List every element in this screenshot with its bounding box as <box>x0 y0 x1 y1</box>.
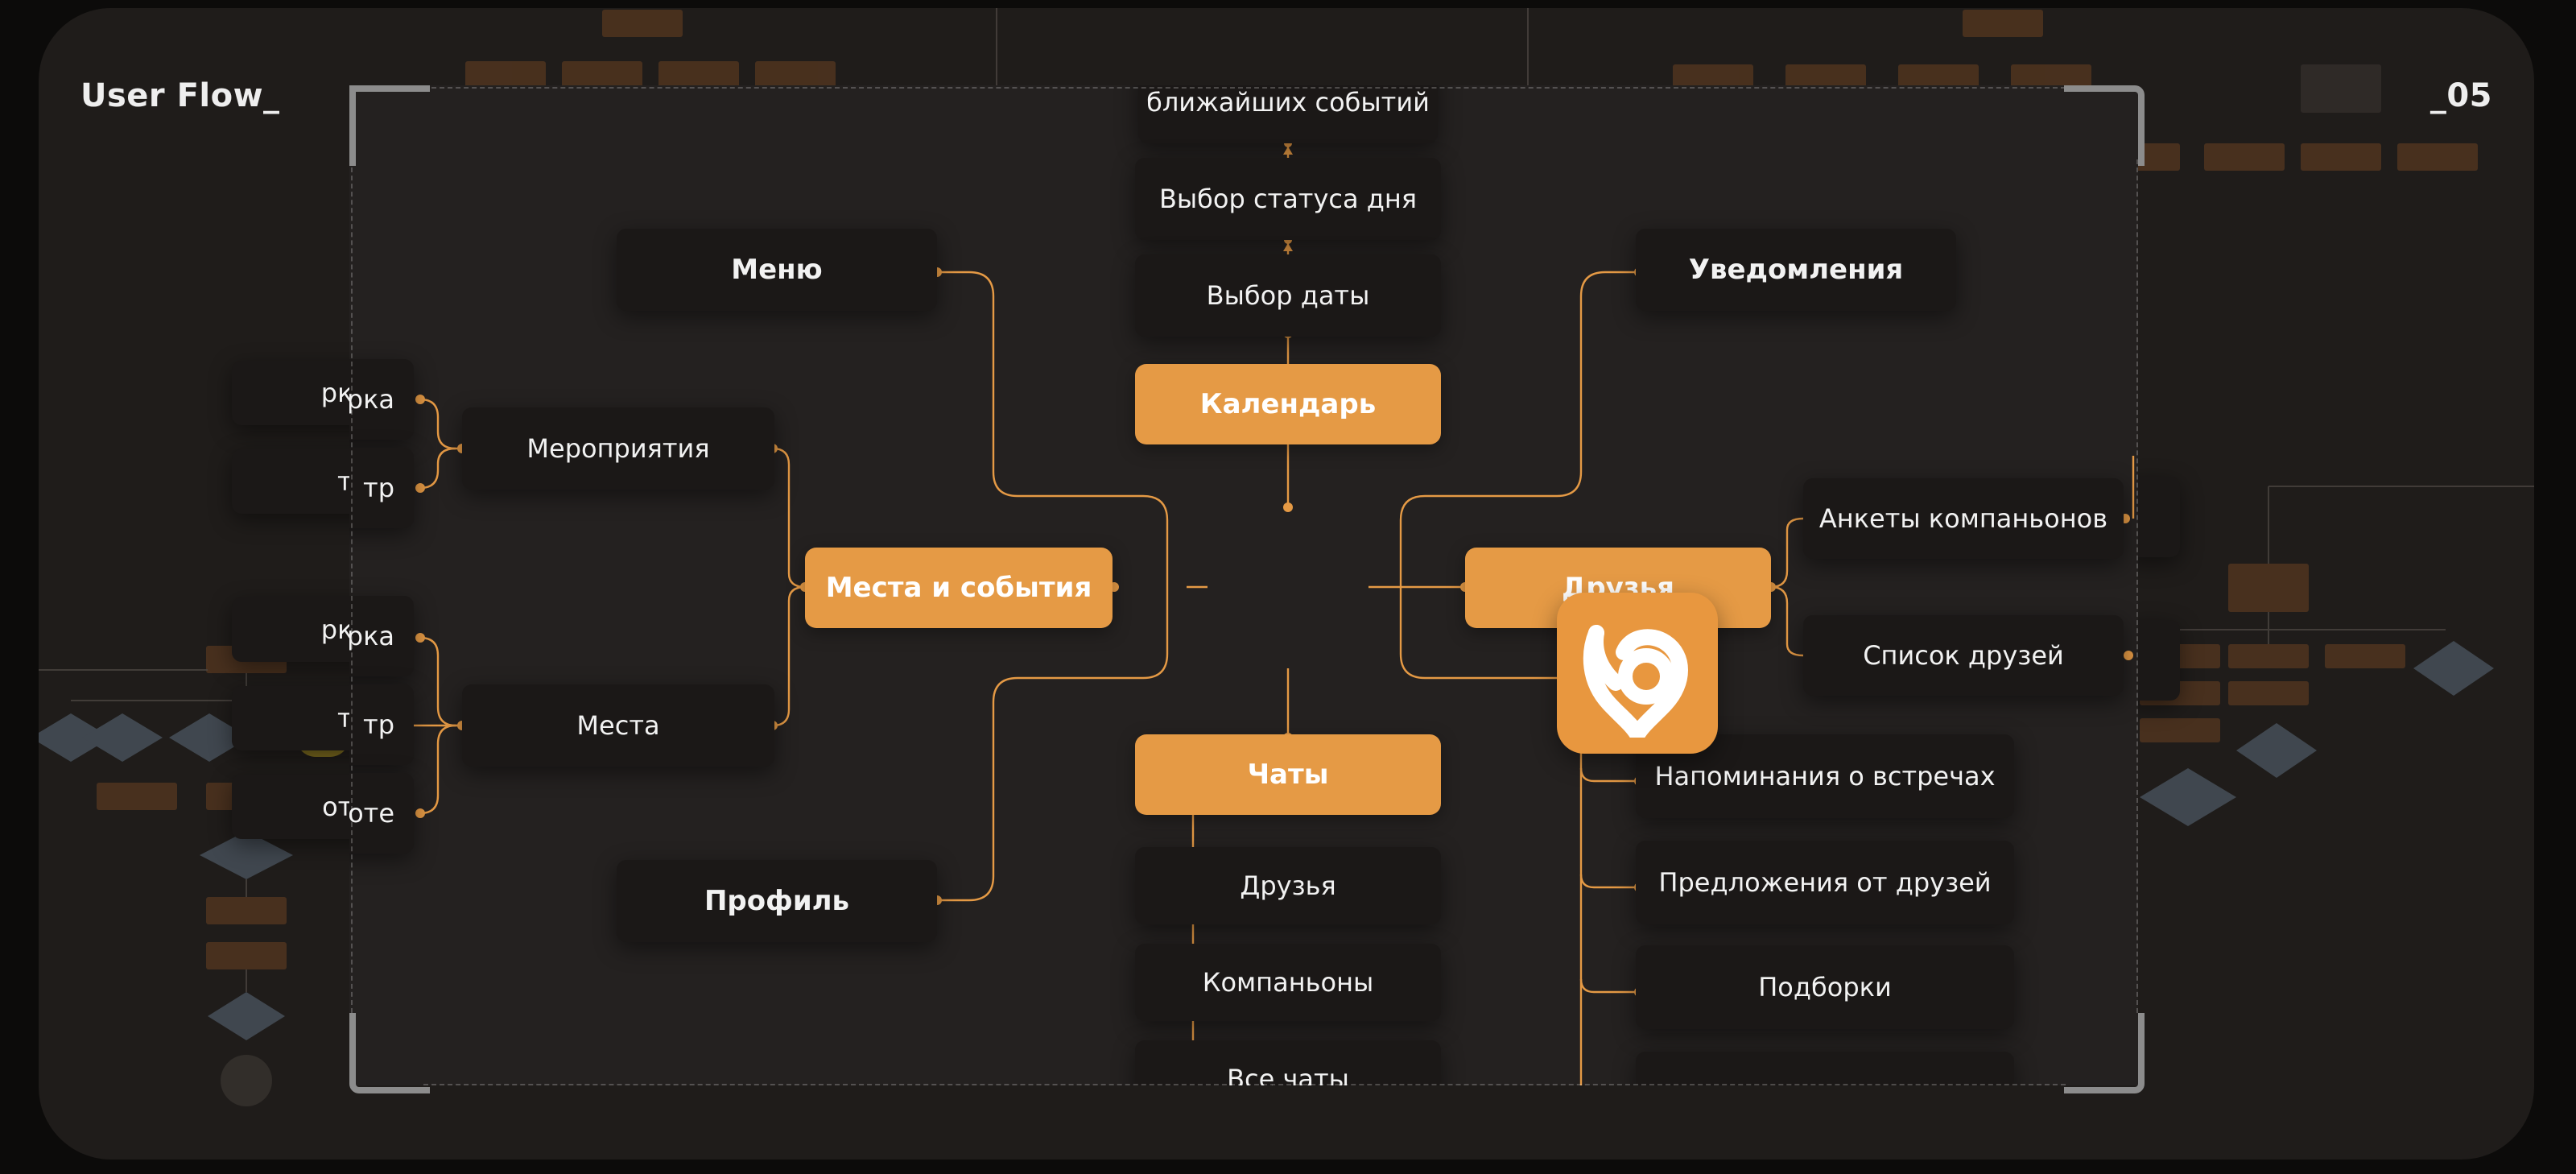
node-menu[interactable]: Меню <box>617 229 937 311</box>
partial-node-label: рка <box>349 384 394 415</box>
node-places-events[interactable]: Места и события <box>805 548 1113 628</box>
frame-corner-top-right <box>2064 85 2145 166</box>
page-number: _05 <box>2429 77 2492 114</box>
frame-corner-bottom-right <box>2064 1013 2145 1093</box>
brand-logo-icon <box>1583 625 1688 738</box>
page-title: User Flow_ <box>80 77 280 114</box>
frame-corner-bottom-left <box>349 1013 430 1093</box>
node-profile[interactable]: Профиль <box>617 860 937 942</box>
node-events[interactable]: Мероприятия <box>462 407 774 490</box>
partial-node-label: тр <box>363 709 394 740</box>
partial-node-inner-5: оте <box>349 773 414 854</box>
node-notifications[interactable]: Уведомления <box>1636 229 1956 311</box>
partial-node-inner-3: рка <box>349 596 414 676</box>
node-chats-companions[interactable]: Компаньоны <box>1135 944 1441 1021</box>
frame-edge-bottom <box>423 1084 2066 1085</box>
partial-node-label: тр <box>363 473 394 503</box>
node-friends[interactable]: Друзья <box>1465 548 1771 628</box>
node-day-status[interactable]: Выбор статуса дня <box>1135 158 1441 240</box>
node-friend-suggestions[interactable]: Предложения от друзей <box>1636 841 2014 924</box>
partial-node-inner-1: рка <box>349 359 414 440</box>
node-collections[interactable]: Подборки <box>1636 945 2014 1029</box>
user-flow-frame: рка тр рка тр оте ближайших событий Выбо… <box>349 85 2138 1085</box>
node-friend-list[interactable]: Список друзей <box>1803 615 2124 696</box>
partial-node-label: рка <box>349 621 394 651</box>
node-chats-friends[interactable]: Друзья <box>1135 847 1441 924</box>
partial-node-inner-2: тр <box>349 448 414 528</box>
node-chats-all[interactable]: Все чаты <box>1135 1040 1441 1085</box>
node-partial-bottom <box>1636 1052 2014 1085</box>
node-places[interactable]: Места <box>462 684 774 767</box>
node-companion-profiles[interactable]: Анкеты компаньонов <box>1803 478 2124 559</box>
node-calendar[interactable]: Календарь <box>1135 364 1441 444</box>
frame-edge-top <box>423 87 2066 89</box>
frame-edge-left <box>351 159 353 1013</box>
node-date-select[interactable]: Выбор даты <box>1135 254 1441 337</box>
node-chats[interactable]: Чаты <box>1135 734 1441 815</box>
partial-node-inner-4: тр <box>349 684 414 765</box>
app-logo[interactable] <box>1557 593 1718 754</box>
frame-corner-top-left <box>349 85 430 166</box>
node-nearest-events[interactable]: ближайших событий <box>1138 85 1438 143</box>
partial-node-label: оте <box>349 798 394 829</box>
frame-edge-right <box>2136 159 2138 1013</box>
